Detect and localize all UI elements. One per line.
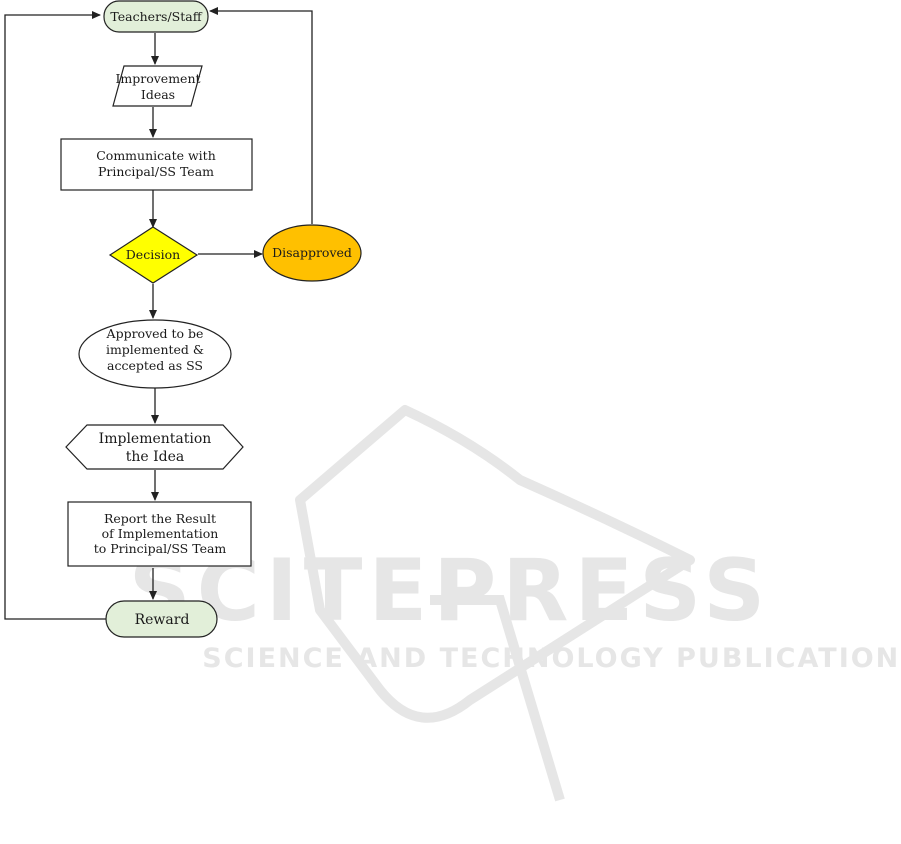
node-implementation: Implementation the Idea [66,425,243,469]
disapproved-label: Disapproved [272,245,352,260]
approved-label-line-2: implemented & [106,342,204,357]
communicate-label-line-1: Communicate with [96,148,216,163]
arrow-disapproved-to-start [210,11,312,224]
report-label-line-3: to Principal/SS Team [94,541,227,556]
node-start: Teachers/Staff [104,1,208,32]
node-approved: Approved to be implemented & accepted as… [79,320,231,388]
implementation-label-line-2: the Idea [126,449,185,465]
node-reward: Reward [106,601,217,637]
report-label-line-2: of Implementation [102,526,219,541]
approved-label-line-1: Approved to be [106,326,204,341]
decision-label: Decision [126,247,180,262]
start-node-label: Teachers/Staff [110,9,202,24]
ideas-label-line-2: Ideas [141,87,175,102]
communicate-label-line-2: Principal/SS Team [98,164,214,179]
node-improvement-ideas: Improvement Ideas [113,66,202,106]
implementation-label-line-1: Implementation [99,431,212,447]
node-report: Report the Result of Implementation to P… [68,502,251,566]
ideas-label-line-1: Improvement [115,71,200,86]
reward-label: Reward [135,612,190,628]
node-decision: Decision [110,227,197,283]
approved-label-line-3: accepted as SS [107,358,203,373]
node-communicate: Communicate with Principal/SS Team [61,139,252,190]
watermark-tagline: SCIENCE AND TECHNOLOGY PUBLICATIONS [202,643,901,674]
report-label-line-1: Report the Result [104,511,216,526]
watermark: SCITEPRESS SCIENCE AND TECHNOLOGY PUBLIC… [129,410,901,800]
node-disapproved: Disapproved [263,225,361,281]
